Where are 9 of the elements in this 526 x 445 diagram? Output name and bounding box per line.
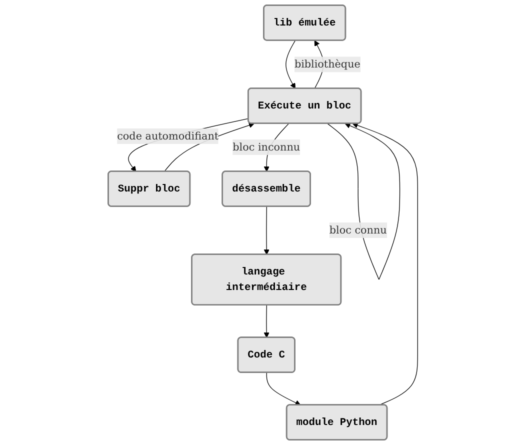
arrow [264,304,270,338]
edge-label: bloc connu [329,224,387,236]
arrow [286,40,296,89]
arrow [352,122,418,406]
arrow [266,372,301,406]
arrow [264,206,270,255]
edge-label: bibliothèque [294,58,360,70]
edge-label: bloc inconnu [232,140,300,154]
edge-label: code automodifiant [117,130,219,142]
